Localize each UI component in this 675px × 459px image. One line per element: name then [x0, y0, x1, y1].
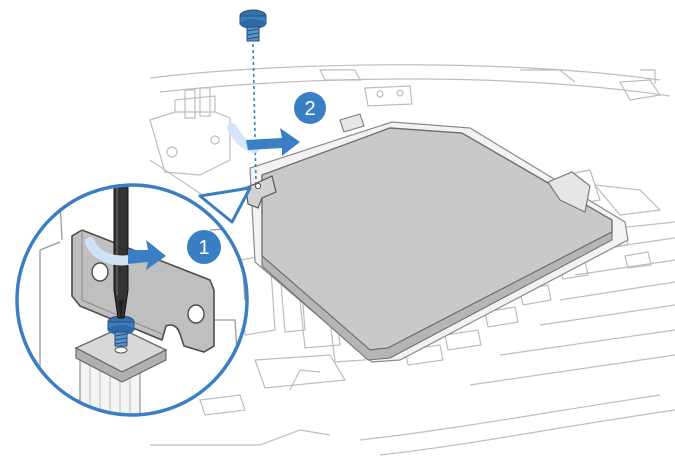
- storage-drive: [261, 127, 613, 351]
- step-2-badge: 2: [294, 92, 326, 124]
- drive-tab-right: [547, 171, 591, 213]
- zoom-contents: [20, 185, 246, 415]
- arrow-icon: [227, 123, 300, 156]
- drive-bracket-hole: [254, 182, 262, 190]
- step-1-number: 1: [198, 237, 209, 259]
- screw-alignment-line: [252, 43, 257, 185]
- drive-tab-top: [339, 113, 365, 133]
- rotate-arrow-icon: [85, 237, 166, 270]
- magnifier-callout-icon: [15, 183, 249, 417]
- storage-drive-edge: [261, 231, 613, 361]
- drive-bracket-small: [245, 175, 277, 209]
- callout-connector: [198, 186, 252, 224]
- screwdriver-icon: [113, 185, 129, 320]
- step-1-badge: 1: [187, 230, 221, 264]
- screw-icon: [239, 9, 267, 42]
- step-2-number: 2: [304, 98, 315, 120]
- bracket-screw: [107, 315, 135, 354]
